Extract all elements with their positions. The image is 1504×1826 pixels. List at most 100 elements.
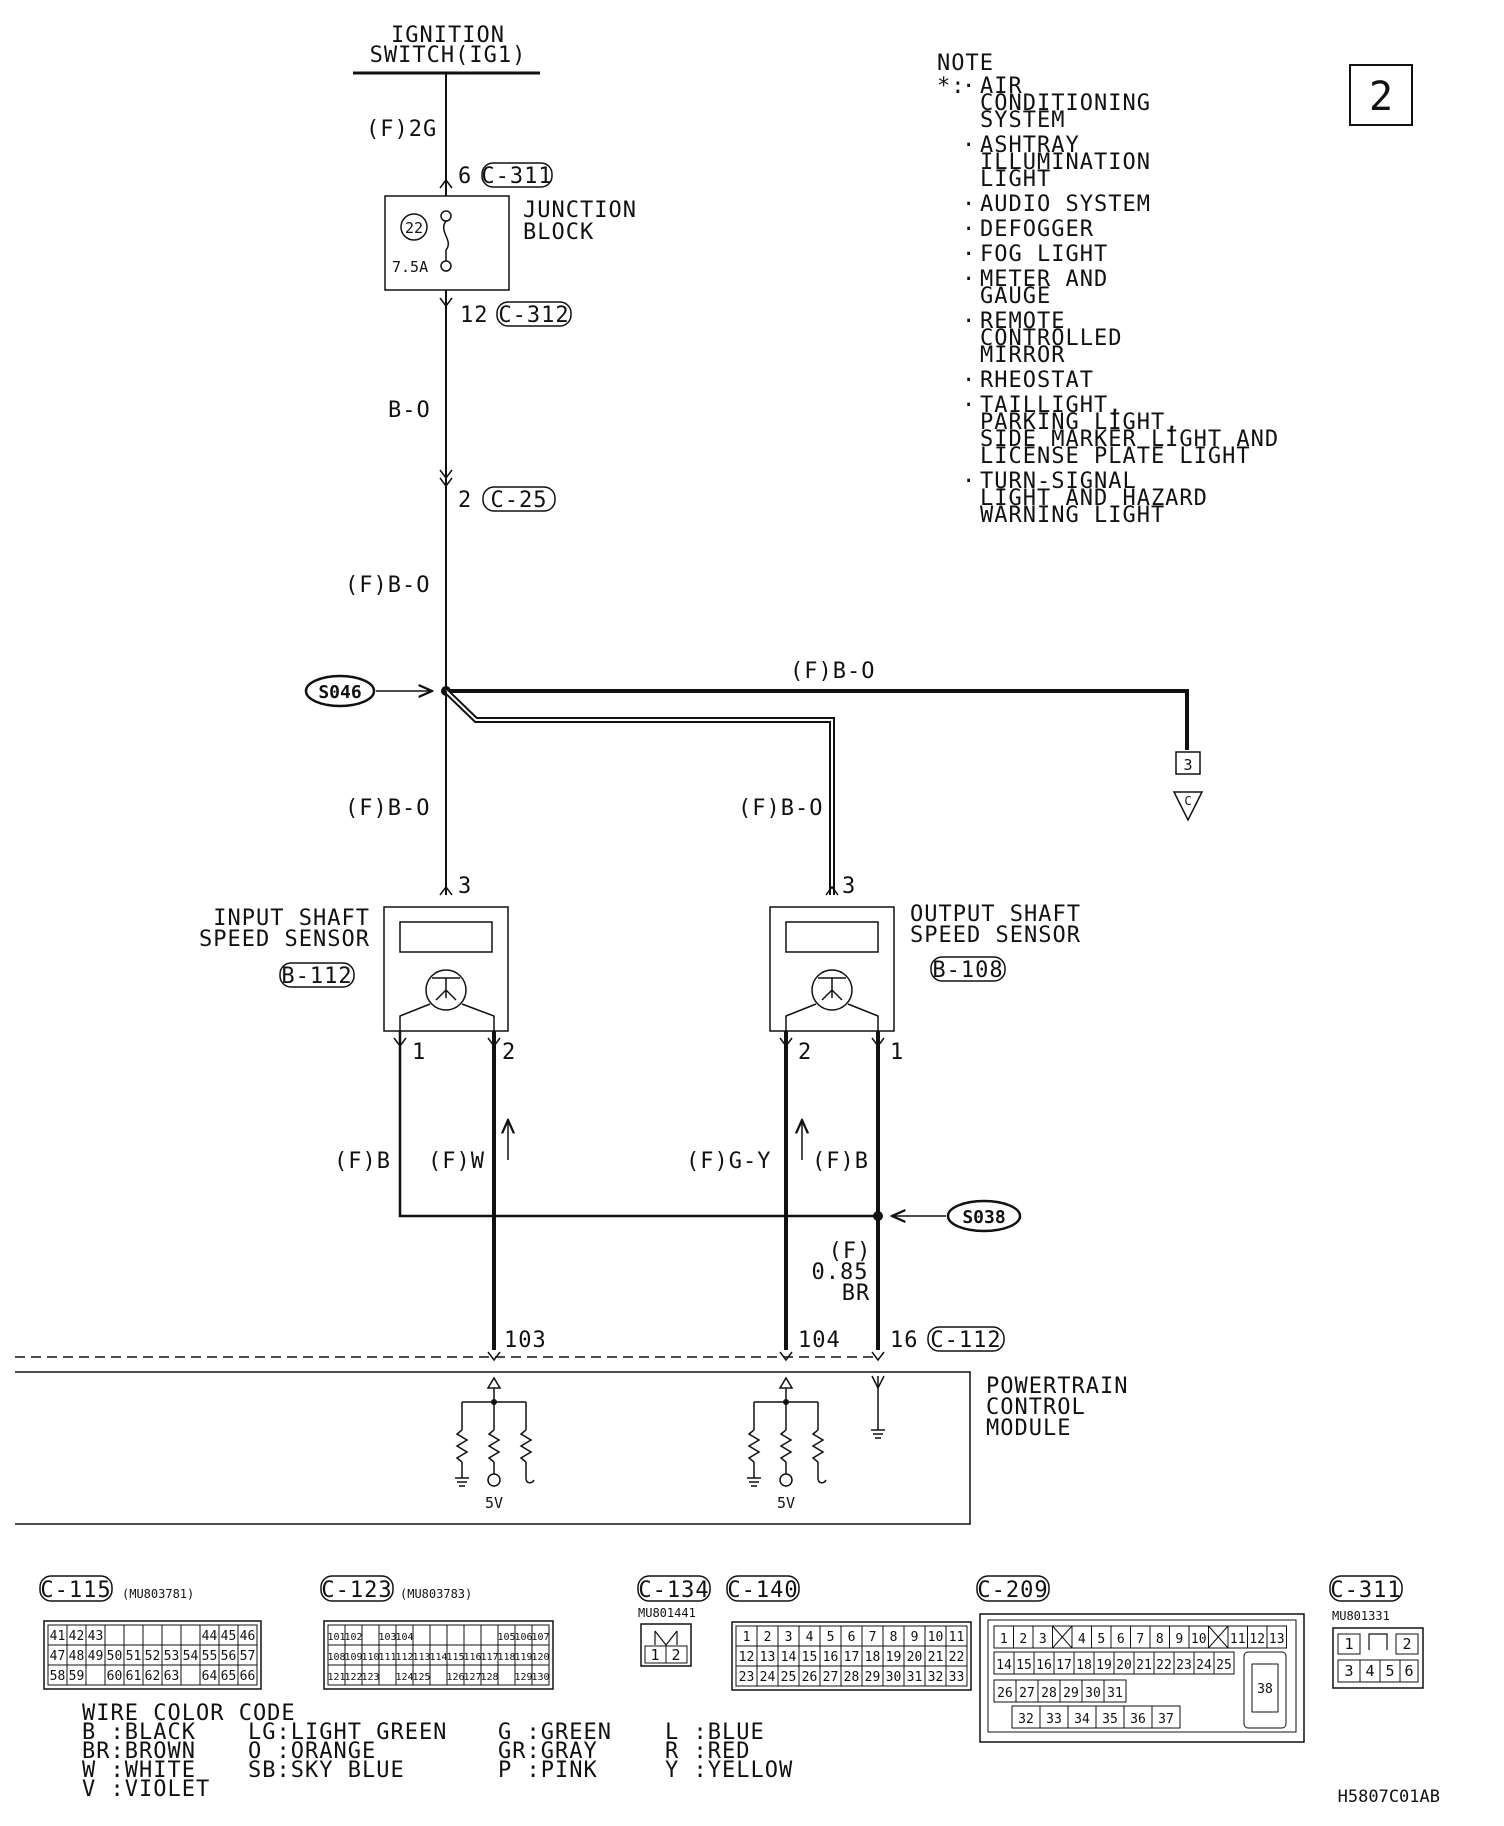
c209-pin: 5 xyxy=(1097,1632,1105,1647)
junction-block: 22 7.5A JUNCTION BLOCK xyxy=(384,178,636,291)
output-pin-right: 1 xyxy=(890,1040,904,1065)
pcm-pin-16: 16 xyxy=(890,1328,919,1353)
wire-to-output-sensor xyxy=(445,690,833,895)
c123-pin: 108 xyxy=(327,1652,345,1663)
c140-pin: 32 xyxy=(928,1670,944,1685)
c209-pin: 9 xyxy=(1175,1632,1183,1647)
wire-color-code-entry: Y :YELLOW xyxy=(665,1758,793,1783)
wire-color-code-entry: W :WHITE xyxy=(82,1758,196,1783)
c123-pin: 118 xyxy=(497,1652,515,1663)
wire-label-output-sensor: (F)B-O xyxy=(738,796,823,821)
note-item-line: CONDITIONING xyxy=(980,91,1151,116)
c209-pin: 8 xyxy=(1156,1632,1164,1647)
c123-part: (MU803783) xyxy=(400,1587,472,1601)
c140-pin: 33 xyxy=(949,1670,965,1685)
c25-connector: C-25 xyxy=(491,488,548,513)
c209-pin: 12 xyxy=(1249,1632,1265,1647)
note-item-line: GAUGE xyxy=(980,284,1051,309)
c140-pin: 24 xyxy=(760,1670,776,1685)
splice-s038: S038 xyxy=(962,1207,1005,1228)
c123-pin: 114 xyxy=(429,1652,447,1663)
c123-pin: 124 xyxy=(395,1672,413,1683)
c209-pin: 3 xyxy=(1039,1632,1047,1647)
c140-pin: 17 xyxy=(844,1650,860,1665)
c209-pin: 23 xyxy=(1176,1658,1192,1673)
c140-pin: 19 xyxy=(886,1650,902,1665)
c123-pin: 127 xyxy=(463,1672,481,1683)
c311-pin-3: 3 xyxy=(1344,1662,1353,1680)
wire-color-code-entry: B :BLACK xyxy=(82,1720,196,1745)
c140-pin: 14 xyxy=(781,1650,797,1665)
c123-pin: 107 xyxy=(531,1632,549,1643)
c115-pin: 65 xyxy=(221,1669,237,1684)
c123-pin: 116 xyxy=(463,1652,481,1663)
wire-label-after-c25: (F)B-O xyxy=(345,573,430,598)
c209-pin: 18 xyxy=(1076,1658,1092,1673)
c115-part: (MU803781) xyxy=(122,1587,194,1601)
jb-in-connector: C-311 xyxy=(481,164,552,189)
c209-pin: 6 xyxy=(1117,1632,1125,1647)
fuse-number: 22 xyxy=(405,219,423,237)
note-item-line: MIRROR xyxy=(980,343,1065,368)
wire-label-2g: (F)2G xyxy=(366,117,437,142)
c140-pin: 11 xyxy=(949,1630,965,1645)
c209-pin: 16 xyxy=(1036,1658,1052,1673)
note-bullet: · xyxy=(962,393,976,418)
c115-pin: 62 xyxy=(145,1669,161,1684)
c140-pin: 9 xyxy=(911,1630,919,1645)
note-item-line: AUDIO SYSTEM xyxy=(980,192,1151,217)
note-item-line: SYSTEM xyxy=(980,108,1065,133)
c140-pin: 15 xyxy=(802,1650,818,1665)
c140-pin: 3 xyxy=(785,1630,793,1645)
c209-pin: 33 xyxy=(1046,1712,1062,1727)
pcm-name-2: CONTROL xyxy=(986,1395,1086,1420)
c140-id: C-140 xyxy=(727,1578,798,1603)
c115-pin: 57 xyxy=(240,1649,256,1664)
c140-pin: 31 xyxy=(907,1670,923,1685)
note-marker: *: xyxy=(937,74,966,99)
c115-pin: 53 xyxy=(164,1649,180,1664)
c209-pin: 1 xyxy=(1000,1632,1008,1647)
ground-wire-label-1: (F) xyxy=(829,1239,872,1264)
c134-part: MU801441 xyxy=(638,1606,696,1620)
c115-pin: 47 xyxy=(50,1649,66,1664)
c209-pin: 29 xyxy=(1063,1686,1079,1701)
c209-pin-38: 38 xyxy=(1257,1682,1273,1697)
c115-pin: 66 xyxy=(240,1669,256,1684)
wire-color-code-entry: G :GREEN xyxy=(498,1720,612,1745)
c209-pin: 14 xyxy=(996,1658,1012,1673)
c311-part: MU801331 xyxy=(1332,1609,1390,1623)
c140-pin: 10 xyxy=(928,1630,944,1645)
c115-pin: 64 xyxy=(202,1669,218,1684)
c115-pin: 42 xyxy=(69,1629,85,1644)
note-bullet: · xyxy=(962,133,976,158)
c140-pin: 20 xyxy=(907,1650,923,1665)
note-item-line: METER AND xyxy=(980,267,1108,292)
output-sensor-name-1: OUTPUT SHAFT xyxy=(910,902,1081,927)
jb-in-pin: 6 xyxy=(458,164,472,189)
c123-pin: 121 xyxy=(327,1672,345,1683)
c123-pin: 101 xyxy=(327,1632,345,1643)
c311-pin-5: 5 xyxy=(1385,1662,1394,1680)
ground-triangle xyxy=(1172,791,1204,822)
c209-pin: 28 xyxy=(1041,1686,1057,1701)
note-bullet: · xyxy=(962,267,976,292)
ground-wire-label-2: 0.85 xyxy=(812,1260,869,1285)
note-bullet: · xyxy=(962,74,976,99)
c123-pin: 126 xyxy=(446,1672,464,1683)
c115-pin: 41 xyxy=(50,1629,66,1644)
c115-pin: 58 xyxy=(50,1669,66,1684)
wire-color-code-entry: L :BLUE xyxy=(665,1720,765,1745)
note-bullet: · xyxy=(962,242,976,267)
c123-pin: 110 xyxy=(361,1652,379,1663)
wire-color-code-entry: O :ORANGE xyxy=(248,1739,376,1764)
note-item-line: ASHTRAY xyxy=(980,133,1080,158)
pcm-pin-104: 104 xyxy=(798,1328,841,1353)
c209-pin: 37 xyxy=(1158,1712,1174,1727)
connector-badge-c312 xyxy=(496,301,572,327)
c209-pin: 10 xyxy=(1191,1632,1207,1647)
wire-color-code-title: WIRE COLOR CODE xyxy=(82,1701,296,1726)
